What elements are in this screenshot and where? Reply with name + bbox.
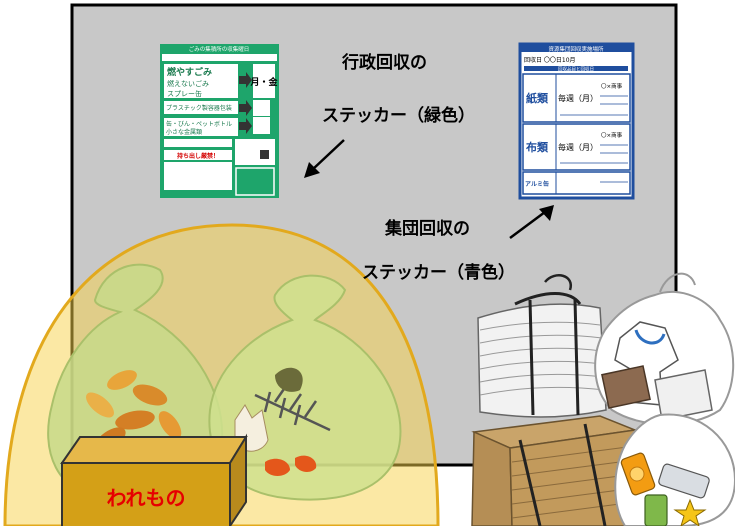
blue-row-alu: アルミ缶 <box>525 180 549 188</box>
green-row2-label: プラスチック製容器包装 <box>166 104 232 112</box>
arrow-icon <box>239 100 252 116</box>
blue-sticker-header: 資源集団回収実施場所 <box>548 45 604 53</box>
green-sticker-header: ごみの集積所の収集曜日 <box>189 45 250 53</box>
blue-paper-tag: 〇×商事 <box>601 82 623 90</box>
green-row1-line2: 燃えないごみ <box>167 79 209 88</box>
blue-cloth-schedule: 毎週（月） <box>558 142 598 152</box>
cans-bag <box>614 413 735 526</box>
green-row3-line1: 缶・びん・ペットボトル <box>166 120 232 128</box>
blue-cloth-tag: 〇×商事 <box>601 131 623 139</box>
fish-bone-icon <box>254 385 331 432</box>
blue-sticker: 資源集団回収実施場所 回収日 〇〇日10月 回収品目と回収日 紙類 毎週（月） … <box>518 42 635 200</box>
arrow-to-green-sticker-icon <box>304 139 345 178</box>
green-can-icon <box>644 494 668 526</box>
blue-row-cloth: 布類 <box>526 140 549 154</box>
green-row1-days: 月・金 <box>249 76 278 88</box>
cardboard-stack <box>471 415 638 526</box>
gyosei-label-line2: ステッカー（緑色） <box>322 105 475 126</box>
newspaper-bundle <box>477 274 607 418</box>
gyosei-label-line1: 行政回収の <box>341 52 427 73</box>
arrow-to-blue-sticker-icon <box>509 205 554 240</box>
blue-paper-schedule: 毎週（月） <box>558 93 598 103</box>
box-label: われもの <box>107 486 186 510</box>
green-row1-line3: スプレー缶 <box>167 89 202 98</box>
blue-sub-header: 回収品目と回収日 <box>558 66 594 73</box>
blue-date-line: 回収日 〇〇日10月 <box>524 57 576 64</box>
green-row3-line2: 小さな金属類 <box>166 128 202 136</box>
arrow-icon <box>239 118 252 134</box>
arrow-icon <box>239 72 252 88</box>
green-notice: 持ち出し厳禁！ <box>177 152 219 160</box>
shudan-label-line2: ステッカー（青色） <box>362 262 515 283</box>
clothes-bag <box>594 272 735 426</box>
blue-row-paper: 紙類 <box>526 91 549 105</box>
green-sticker: ごみの集積所の収集曜日 燃やすごみ 燃えないごみ スプレー缶 月・金 プラスチッ… <box>160 44 279 198</box>
star-can-icon <box>673 498 707 526</box>
shudan-label-line1: 集団回収の <box>384 218 470 239</box>
silver-can-icon <box>658 463 710 499</box>
fragile-box <box>60 433 248 526</box>
green-row1-line1: 燃やすごみ <box>167 66 212 78</box>
